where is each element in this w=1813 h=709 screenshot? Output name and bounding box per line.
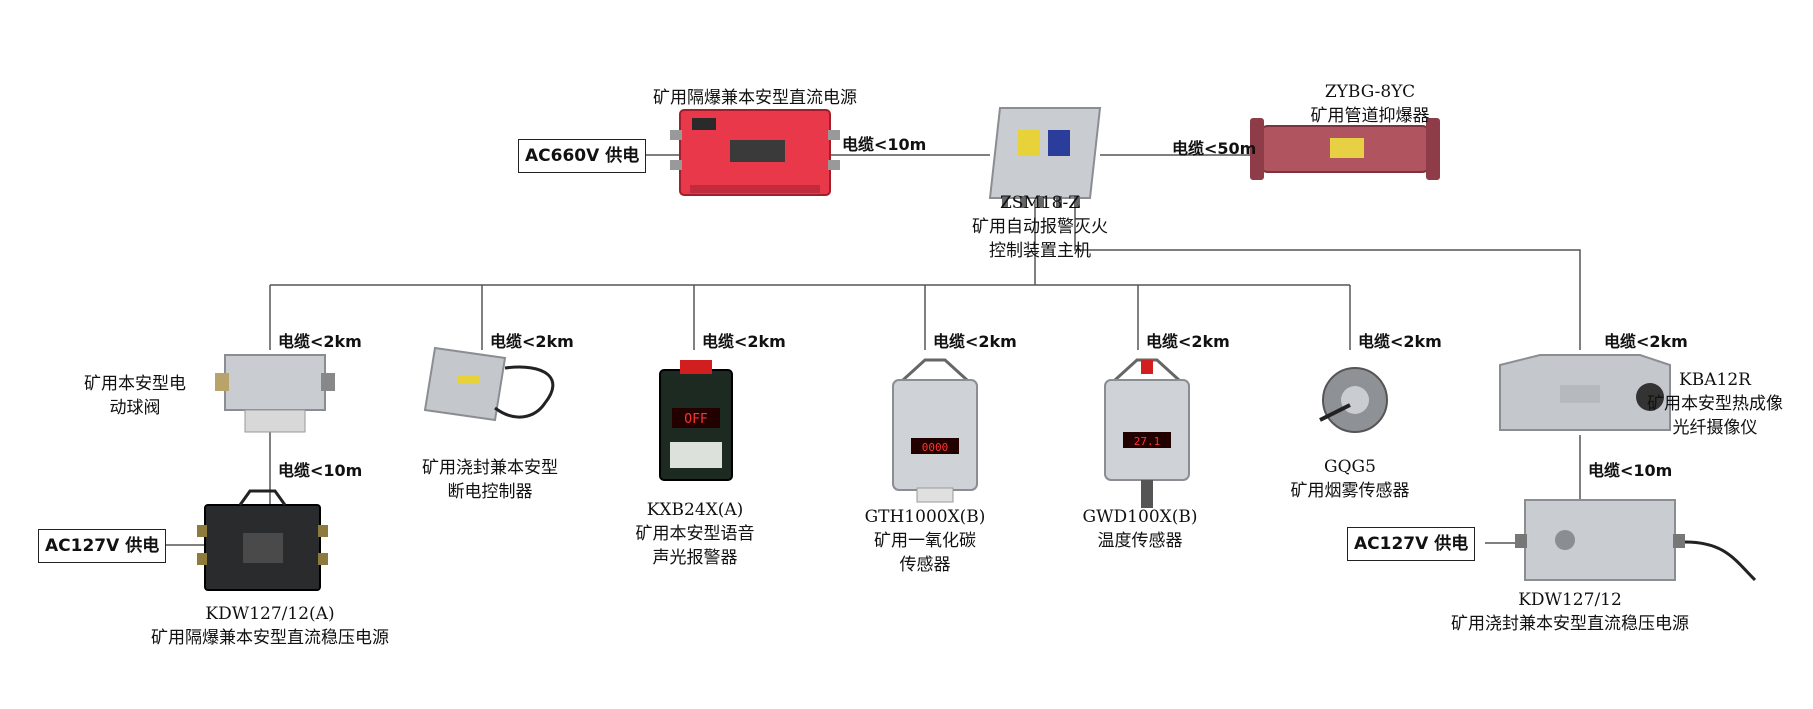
suppressor-device (1250, 118, 1440, 180)
label-alarm: KXB24X(A) 矿用本安型语音 声光报警器 (635, 500, 755, 568)
cable-label-valve-psu: 电缆<10m (278, 461, 363, 480)
label-psu-right: KDW127/12 矿用浇封兼本安型直流稳压电源 (1451, 590, 1689, 634)
smoke-sensor-device (1319, 367, 1388, 433)
host-device (988, 107, 1102, 208)
co-display-text: 0000 (922, 441, 949, 454)
dc-power-device (670, 109, 840, 196)
label-ball-valve: 矿用本安型电 动球阀 (84, 374, 186, 418)
label-dc-power: 矿用隔爆兼本安型直流电源 (653, 88, 857, 108)
ball-valve-device (215, 354, 335, 433)
label-co-sensor: GTH1000X(B) 矿用一氧化碳 传感器 (864, 507, 986, 575)
cable-label-to-cutoff: 电缆<2km (490, 332, 574, 351)
line-host-to-camera (1074, 200, 1581, 350)
cable-label-to-alarm: 电缆<2km (702, 332, 786, 351)
psu-right-device (1515, 499, 1757, 582)
cable-label-to-temp: 电缆<2km (1146, 332, 1230, 351)
temp-sensor-device: 27.1 (1104, 358, 1190, 508)
co-sensor-device: 0000 (892, 358, 978, 503)
label-psu-left: KDW127/12(A) 矿用隔爆兼本安型直流稳压电源 (151, 604, 389, 648)
temp-display-text: 27.1 (1134, 435, 1161, 448)
label-suppressor: ZYBG-8YC 矿用管道抑爆器 (1310, 82, 1430, 126)
label-cutoff: 矿用浇封兼本安型 断电控制器 (422, 458, 558, 502)
cable-label-to-host: 电缆<10m (842, 135, 927, 154)
connection-lines (140, 154, 1581, 546)
psu-left-device (197, 489, 328, 591)
alarm-device: OFF (659, 360, 733, 481)
cable-label-to-suppressor: 电缆<50m (1172, 139, 1257, 158)
cable-label-to-co: 电缆<2km (933, 332, 1017, 351)
power-ac127-right-box: AC127V 供电 (1347, 527, 1476, 561)
cable-label-to-valve: 电缆<2km (278, 332, 362, 351)
power-ac127-left-box: AC127V 供电 (38, 529, 167, 563)
label-smoke: GQG5 矿用烟雾传感器 (1290, 457, 1410, 501)
label-camera: KBA12R 矿用本安型热成像 光纤摄像仪 (1647, 370, 1783, 438)
label-host: ZSM18-Z 矿用自动报警灭火 控制装置主机 (972, 193, 1108, 261)
alarm-display-text: OFF (684, 412, 708, 427)
cutoff-device (423, 346, 555, 422)
label-temp-sensor: GWD100X(B) 温度传感器 (1082, 507, 1198, 551)
camera-device (1499, 354, 1671, 431)
cable-label-camera-psu: 电缆<10m (1588, 461, 1673, 480)
cable-label-to-smoke: 电缆<2km (1358, 332, 1442, 351)
cable-label-to-camera: 电缆<2km (1604, 332, 1688, 351)
power-ac660-box: AC660V 供电 (518, 139, 647, 173)
